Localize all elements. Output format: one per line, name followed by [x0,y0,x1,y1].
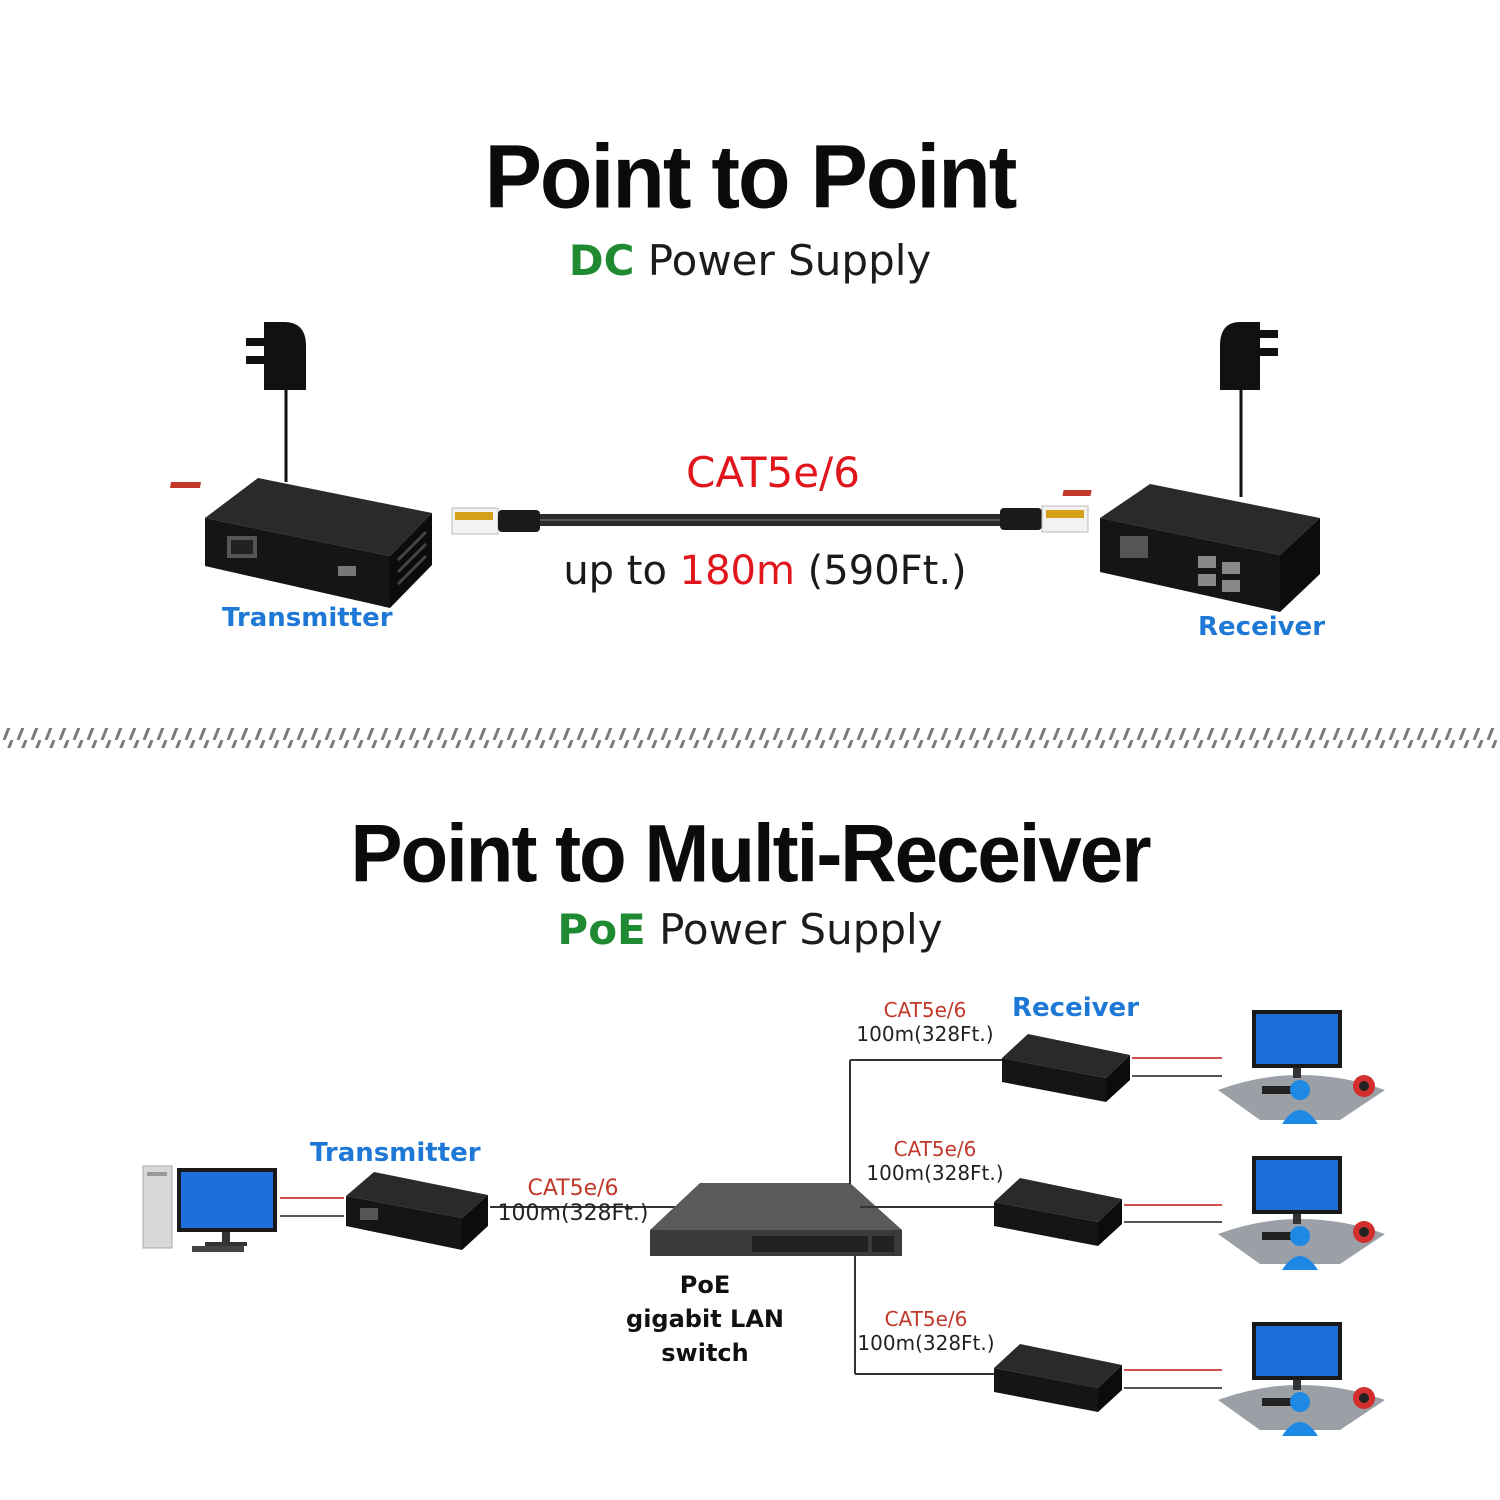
section1-cable-type: CAT5e/6 [686,448,860,497]
link-cable: CAT5e/6 [893,1137,977,1161]
user-icon [1282,1226,1318,1270]
user-icon [1282,1080,1318,1124]
monitor-icon [1252,1010,1342,1078]
section2-receiver-label: Receiver [1012,993,1140,1023]
link-cable: CAT5e/6 [527,1176,619,1201]
keyboard-icon [1262,1398,1304,1406]
section1-distance: up to 180m (590Ft.) [520,548,1010,594]
section2-transmitter-label: Transmitter [310,1138,481,1168]
section1-subtitle: DC Power Supply [0,236,1500,285]
link-cable: CAT5e/6 [884,1307,968,1331]
mouse-icon [1353,1075,1375,1097]
monitor-icon [177,1168,277,1252]
section2-subtitle: PoE Power Supply [0,905,1500,954]
mouse-icon [1353,1387,1375,1409]
keyboard-icon [1262,1086,1304,1094]
section1-power-text: Power Supply [634,236,932,285]
section1-title: Point to Point [484,126,1018,228]
workstation-2 [1218,1156,1385,1270]
distance-prefix: up to [563,548,680,594]
switch-label: PoE gigabit LAN switch [580,1268,830,1370]
kvm-device-icon [169,478,432,608]
power-adapter-icon [246,322,306,482]
switch-label-line1: PoE [679,1271,731,1299]
link-distance: 100m(328Ft.) [497,1201,649,1226]
link-label-receiver-3: CAT5e/6 100m(328Ft.) [856,1307,996,1355]
section1-transmitter-label: Transmitter [222,603,393,633]
workstation-1 [1218,1010,1385,1124]
kvm-device-icon [1002,1034,1130,1102]
link-cable: CAT5e/6 [883,998,967,1022]
mouse-icon [1353,1221,1375,1243]
link-distance: 100m(328Ft.) [866,1161,1004,1185]
kvm-device-icon [994,1344,1122,1412]
section2-power-text: Power Supply [645,905,943,954]
pc-tower-icon [142,1165,173,1249]
link-distance: 100m(328Ft.) [856,1022,994,1046]
link-label-trunk: CAT5e/6 100m(328Ft.) [490,1176,656,1226]
link-distance: 100m(328Ft.) [857,1331,995,1355]
poe-switch-icon [650,1183,902,1256]
section2-power-type: PoE [557,905,646,954]
section1-power-type: DC [568,236,635,285]
kvm-device-icon [346,1172,488,1250]
power-adapter-icon [1220,322,1278,497]
link-label-receiver-2: CAT5e/6 100m(328Ft.) [865,1137,1005,1185]
distance-value: 180m [679,548,795,594]
monitor-icon [1252,1156,1342,1224]
section1-receiver-label: Receiver [1198,612,1326,642]
section-divider [0,728,1500,748]
monitor-icon [1252,1322,1342,1390]
switch-label-line2: gigabit LAN switch [626,1305,784,1367]
distance-suffix: (590Ft.) [794,548,967,594]
ethernet-cable-icon [451,505,1089,535]
section2-title: Point to Multi-Receiver [350,806,1151,900]
kvm-device-icon [994,1178,1122,1246]
keyboard-icon [1262,1232,1304,1240]
workstation-3 [1218,1322,1385,1436]
link-label-receiver-1: CAT5e/6 100m(328Ft.) [855,998,995,1046]
user-icon [1282,1392,1318,1436]
kvm-device-icon [1062,484,1320,612]
